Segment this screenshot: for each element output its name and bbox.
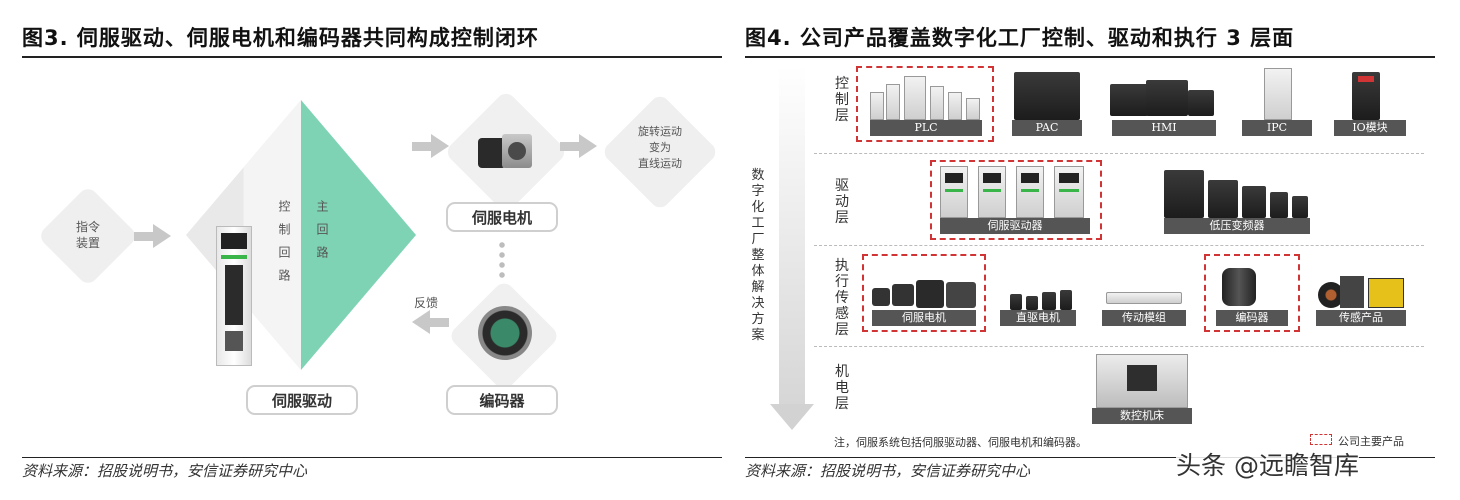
inverter-image: [1164, 170, 1310, 218]
control-loop-label: 控制回路: [276, 200, 293, 292]
main-loop-label: 主回路: [314, 200, 331, 269]
plc-image: [870, 76, 982, 120]
layer-separator: [814, 153, 1424, 154]
solution-arrow-head-icon: [770, 404, 814, 430]
cnc-machine-image: [1096, 354, 1188, 408]
sensor-product-image: [1318, 276, 1406, 308]
servo-drive-label: 伺服驱动: [246, 385, 358, 415]
left-figure-title: 图3. 伺服驱动、伺服电机和编码器共同构成控制闭环: [22, 22, 539, 52]
watermark: 头条 @远瞻智库: [1176, 446, 1359, 482]
linear-module-image: [1106, 292, 1182, 304]
servo-drive-image: [216, 226, 252, 366]
product-cnc-machine: 数控机床: [1092, 408, 1192, 424]
product-ipc: IPC: [1242, 120, 1312, 136]
product-direct-drive-motor: 直驱电机: [1000, 310, 1076, 326]
left-source: 资料来源：招股说明书，安信证券研究中心: [22, 460, 307, 481]
servo-motor-product-image: [872, 278, 978, 310]
layer-label-control: 控制层: [834, 76, 850, 124]
feedback-label: 反馈: [406, 295, 446, 311]
right-figure-title: 图4. 公司产品覆盖数字化工厂控制、驱动和执行 3 层面: [745, 22, 1294, 52]
arrow-right-icon: [431, 134, 449, 158]
pac-image: [1014, 72, 1080, 120]
product-io-module: IO模块: [1334, 120, 1406, 136]
layer-label-mechanical: 机电层: [834, 364, 850, 412]
encoder-label: 编码器: [446, 385, 558, 415]
servo-motor-image: [478, 130, 536, 174]
right-title-rule: [745, 56, 1435, 58]
product-plc: PLC: [870, 120, 982, 136]
right-source: 资料来源：招股说明书，安信证券研究中心: [745, 460, 1030, 481]
footnote: 注，伺服系统包括伺服驱动器、伺服电机和编码器。: [834, 434, 1087, 450]
arrow-right-icon: [153, 224, 171, 248]
legend-swatch: [1310, 434, 1332, 445]
product-inverter: 低压变频器: [1164, 218, 1310, 234]
product-servo-motor: 伺服电机: [872, 310, 976, 326]
encoder-image: [478, 306, 532, 360]
hmi-image: [1110, 80, 1216, 120]
left-bottom-rule: [22, 457, 722, 458]
servo-driver-image: [940, 166, 1090, 218]
product-sensor: 传感产品: [1316, 310, 1406, 326]
layer-label-drive: 驱动层: [834, 178, 850, 226]
solution-side-label: 数字化工厂整体解决方案: [749, 168, 767, 344]
product-encoder: 编码器: [1216, 310, 1288, 326]
arrow-left-icon: [412, 310, 430, 334]
encoder-product-image: [1222, 268, 1256, 306]
instruction-label: 指令 装置: [66, 219, 110, 251]
layer-separator: [814, 346, 1424, 347]
product-hmi: HMI: [1112, 120, 1216, 136]
dotted-connector: [499, 240, 505, 280]
rotation-label: 旋转运动 变为 直线运动: [622, 124, 698, 172]
product-servo-driver: 伺服驱动器: [940, 218, 1090, 234]
product-linear-module: 传动模组: [1102, 310, 1186, 326]
ipc-image: [1264, 68, 1292, 120]
layer-separator: [814, 245, 1424, 246]
io-module-image: [1352, 72, 1380, 120]
servo-motor-label: 伺服电机: [446, 202, 558, 232]
product-pac: PAC: [1012, 120, 1082, 136]
layer-label-actuator: 执行传感层: [834, 258, 850, 338]
direct-drive-motor-image: [1006, 290, 1074, 310]
arrow-right-icon: [579, 134, 597, 158]
left-title-rule: [22, 56, 722, 58]
arrow-shaft: [134, 232, 154, 241]
solution-arrow-shaft: [779, 66, 805, 406]
